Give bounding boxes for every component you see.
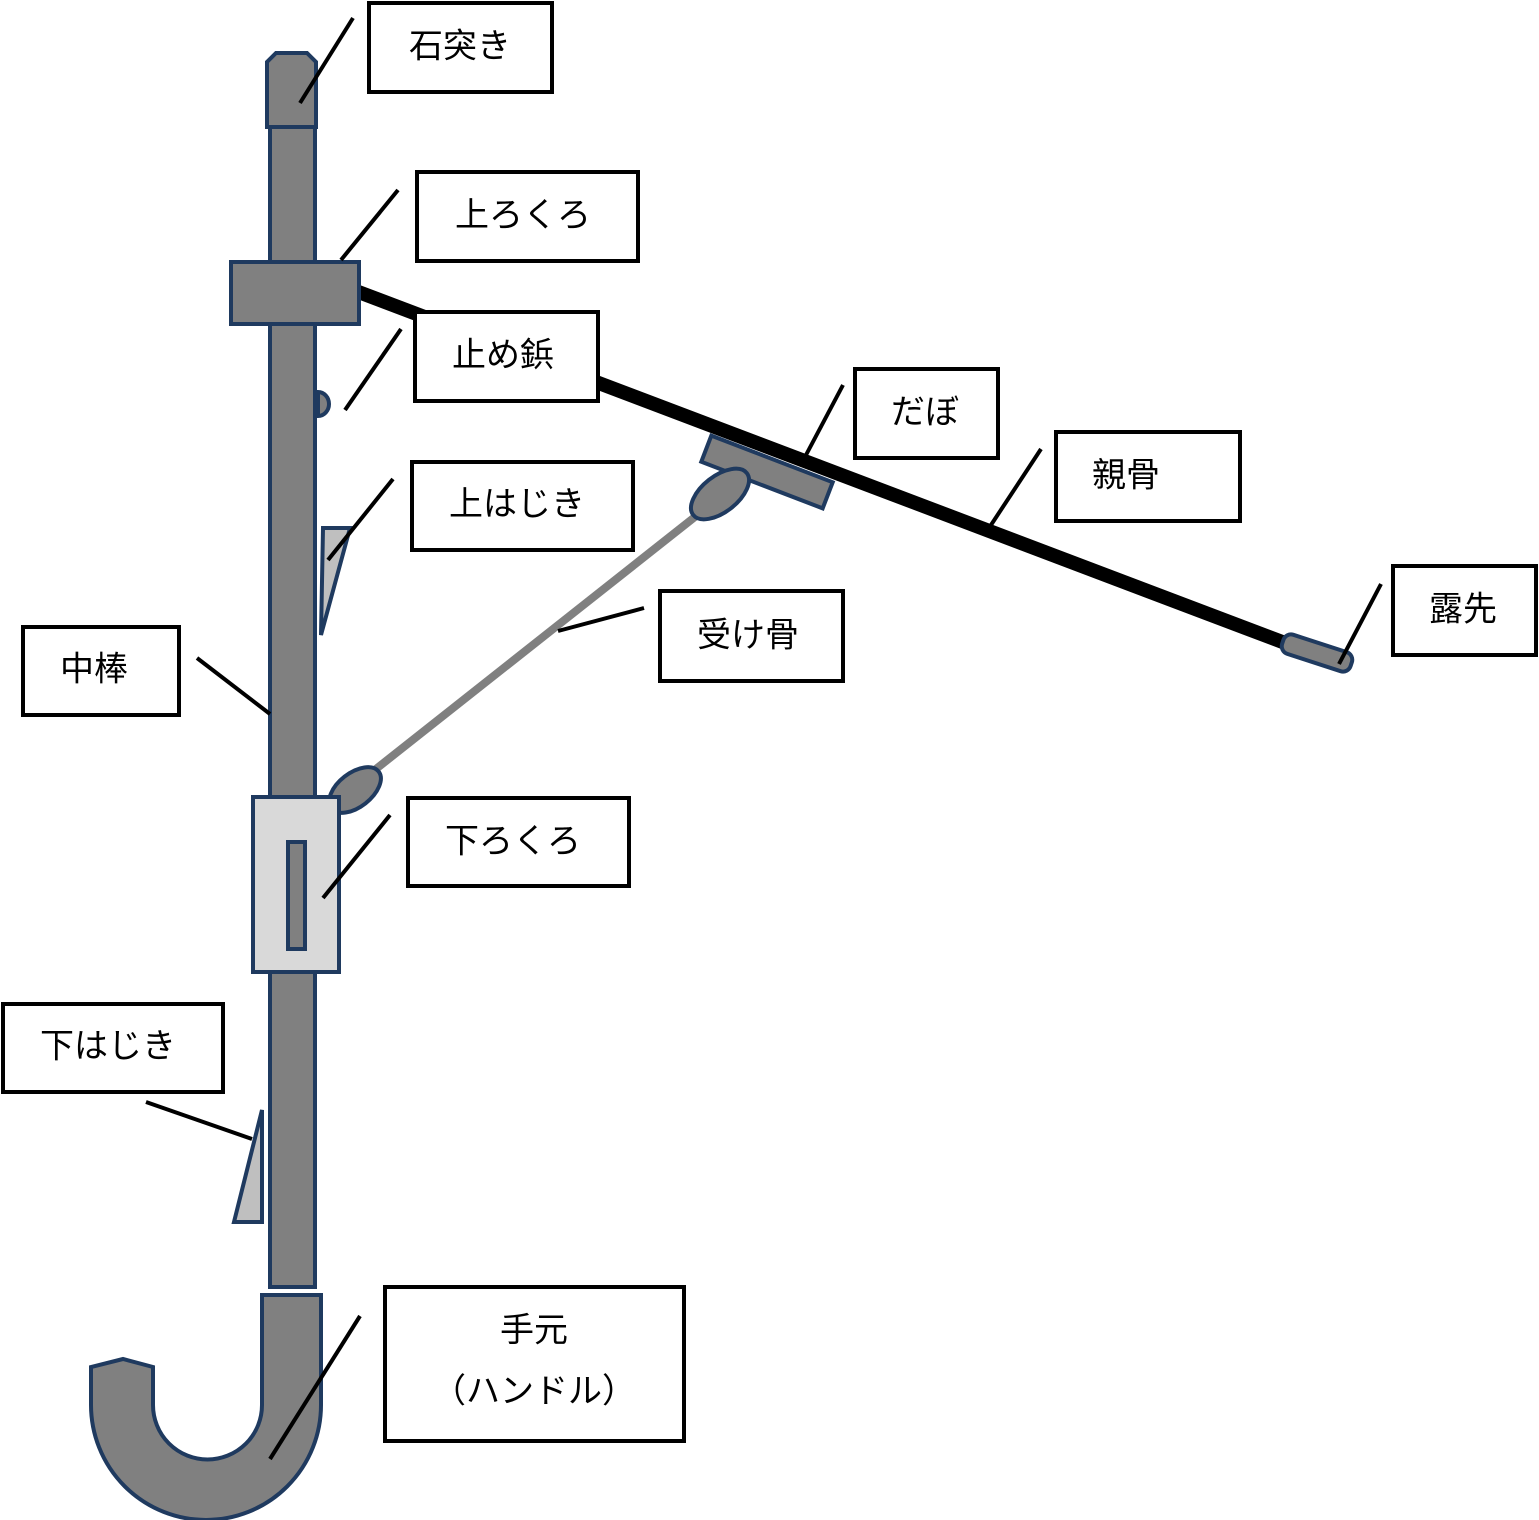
leader-dabo [804, 384, 845, 456]
label-runner: 下ろくろ [445, 822, 581, 862]
stretcher-rib [359, 501, 713, 784]
label-rib-tip: 露先 [1429, 590, 1497, 630]
label-box-stopper [413, 310, 600, 403]
ferrule-tip [265, 51, 318, 129]
label-main-rib: 親骨 [1092, 456, 1160, 496]
label-lower-spring: 下はじき [40, 1027, 176, 1067]
label-handle-line2: （ハンドル） [432, 1372, 636, 1412]
label-box-handle [383, 1285, 686, 1443]
label-box-runner [406, 796, 631, 888]
leader-stretcher [557, 606, 645, 633]
label-stretcher: 受け骨 [697, 616, 799, 656]
label-shaft: 中棒 [60, 650, 128, 690]
label-box-top-notch [415, 170, 640, 263]
leader-rib-tip [1337, 583, 1383, 665]
label-box-dabo [853, 367, 1000, 460]
label-box-rib-tip [1391, 564, 1538, 657]
label-handle-line1: 手元 [500, 1311, 568, 1351]
label-box-upper-spring [410, 460, 635, 552]
handle [89, 1293, 323, 1520]
leader-stopper [343, 327, 403, 412]
runner-slot [286, 840, 307, 951]
dabo-plate [698, 433, 836, 511]
label-ferrule: 石突き [409, 27, 511, 67]
leader-upper-spring [326, 477, 395, 562]
rib-tip [1279, 632, 1355, 674]
label-box-stretcher [658, 589, 845, 683]
leader-main-rib [989, 447, 1043, 527]
label-box-ferrule [367, 1, 554, 94]
stretcher-joint-upper [689, 466, 751, 522]
label-stopper: 止め鋲 [452, 336, 554, 376]
label-upper-spring: 上はじき [449, 485, 585, 525]
top-notch [229, 260, 361, 326]
label-box-shaft [21, 625, 181, 717]
label-box-main-rib [1054, 430, 1242, 523]
leader-shaft [195, 656, 272, 716]
label-top-notch: 上ろくろ [455, 196, 591, 236]
stopper-pin [316, 389, 331, 419]
leader-lower-spring [145, 1100, 253, 1141]
leader-runner [321, 813, 392, 900]
leader-ferrule [298, 16, 355, 105]
upper-spring [319, 526, 353, 636]
leader-handle [268, 1314, 362, 1461]
leader-top-notch [339, 188, 400, 262]
label-box-lower-spring [1, 1002, 225, 1094]
label-dabo: だぼ [891, 393, 959, 433]
lower-spring [231, 1109, 264, 1224]
